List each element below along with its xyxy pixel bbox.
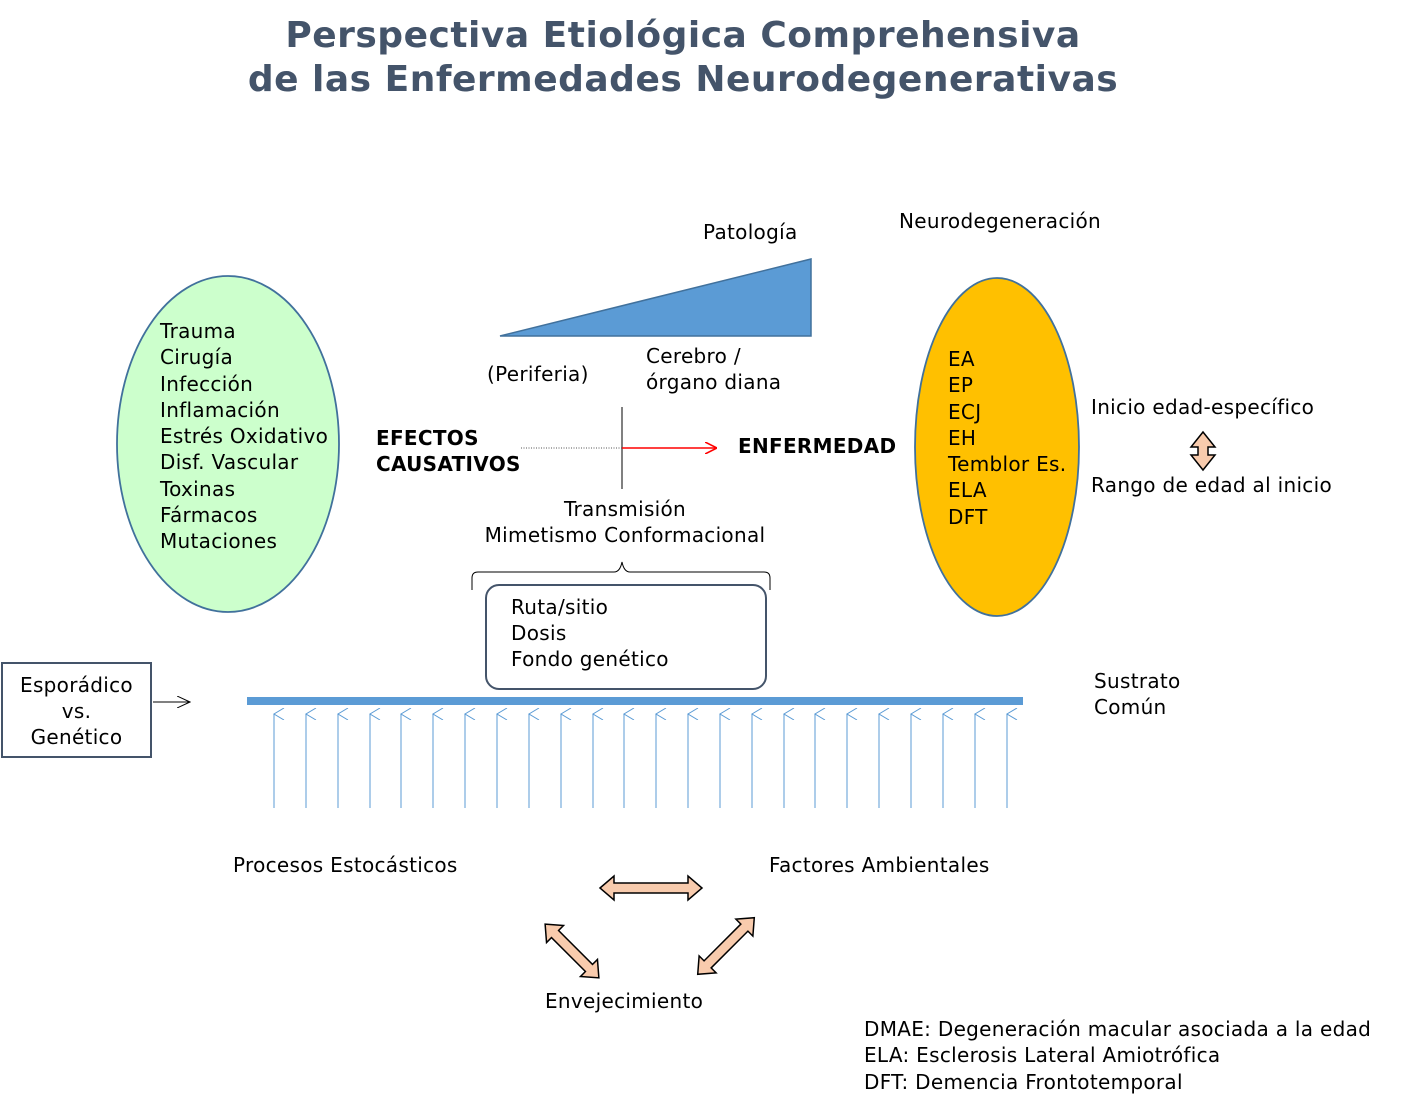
- transmision-label-line-1: Transmisión: [563, 497, 687, 521]
- sustrato-label-line-1: Sustrato: [1094, 669, 1181, 693]
- legend-item: DMAE: Degeneración macular asociada a la…: [864, 1017, 1372, 1041]
- pathology-wedge: [499, 258, 812, 337]
- cause-item: Trauma: [160, 319, 236, 343]
- route-box-item: Fondo genético: [511, 647, 669, 671]
- legend-item: ELA: Esclerosis Lateral Amiotrófica: [864, 1043, 1221, 1068]
- disease-item: EP: [948, 373, 974, 398]
- age-double-arrow: [1189, 430, 1217, 472]
- inicio-label: Inicio edad-específico: [1091, 395, 1315, 419]
- disease-item: Temblor Es.: [948, 452, 1067, 477]
- disease-item: ELA: [948, 478, 987, 503]
- factores-label: Factores Ambientales: [769, 853, 990, 877]
- transmision-label-line-2: Mimetismo Conformacional: [484, 523, 766, 547]
- sporadic-box-item: Genético: [30, 725, 123, 749]
- sporadic-box-item: Esporádico: [20, 673, 133, 697]
- neurodegeneracion-label: Neurodegeneración: [899, 209, 1101, 233]
- cause-item: Cirugía: [160, 345, 234, 370]
- cause-item: Infección: [160, 371, 254, 396]
- curly-brace: [471, 561, 771, 590]
- title-line-2: de las Enfermedades Neurodegenerativas: [247, 59, 1119, 100]
- up-arrows-group: [274, 714, 1007, 808]
- cause-item: Fármacos: [160, 503, 258, 528]
- disease-item: ECJ: [948, 399, 982, 424]
- sustrato-label-line-2: Común: [1094, 695, 1167, 719]
- rango-label: Rango de edad al inicio: [1091, 473, 1332, 497]
- cause-item: Toxinas: [160, 476, 236, 501]
- envejecimiento-label: Envejecimiento: [545, 989, 704, 1013]
- cerebro-label-line-2: órgano diana: [646, 370, 782, 394]
- patologia-label: Patología: [703, 220, 798, 244]
- diseases-ellipse: [914, 277, 1080, 617]
- periferia-label: (Periferia): [487, 362, 589, 386]
- cause-item: Estrés Oxidativo: [160, 424, 329, 449]
- cause-item: Disf. Vascular: [160, 450, 299, 475]
- abbreviation-legend: DMAE: Degeneración macular asociada a la…: [864, 1016, 1371, 1095]
- horizontal-double-arrow: [598, 874, 704, 902]
- disease-item: EA: [948, 347, 975, 371]
- cerebro-label-line-1: Cerebro /: [646, 344, 741, 368]
- efectos-label-line-2: CAUSATIVOS: [376, 452, 521, 476]
- cause-item: Inflamación: [160, 397, 280, 422]
- efectos-label-line-1: EFECTOS: [376, 426, 479, 450]
- right-diagonal-double-arrow: [696, 916, 756, 976]
- causes-ellipse: [116, 275, 340, 613]
- route-box-item: Dosis: [511, 621, 567, 645]
- legend-item: DFT: Demencia Frontotemporal: [864, 1069, 1183, 1094]
- cause-item: Mutaciones: [160, 529, 278, 554]
- route-box-item: Ruta/sitio: [511, 595, 609, 619]
- procesos-label: Procesos Estocásticos: [233, 853, 458, 877]
- sporadic-box-item: vs.: [61, 699, 92, 723]
- disease-item: DFT: [948, 504, 988, 529]
- common-substrate-bar: [247, 697, 1023, 705]
- left-diagonal-double-arrow: [544, 923, 600, 979]
- enfermedad-label: ENFERMEDAD: [738, 434, 897, 458]
- disease-item: EH: [948, 425, 977, 450]
- title-line-1: Perspectiva Etiológica Comprehensiva: [285, 15, 1081, 56]
